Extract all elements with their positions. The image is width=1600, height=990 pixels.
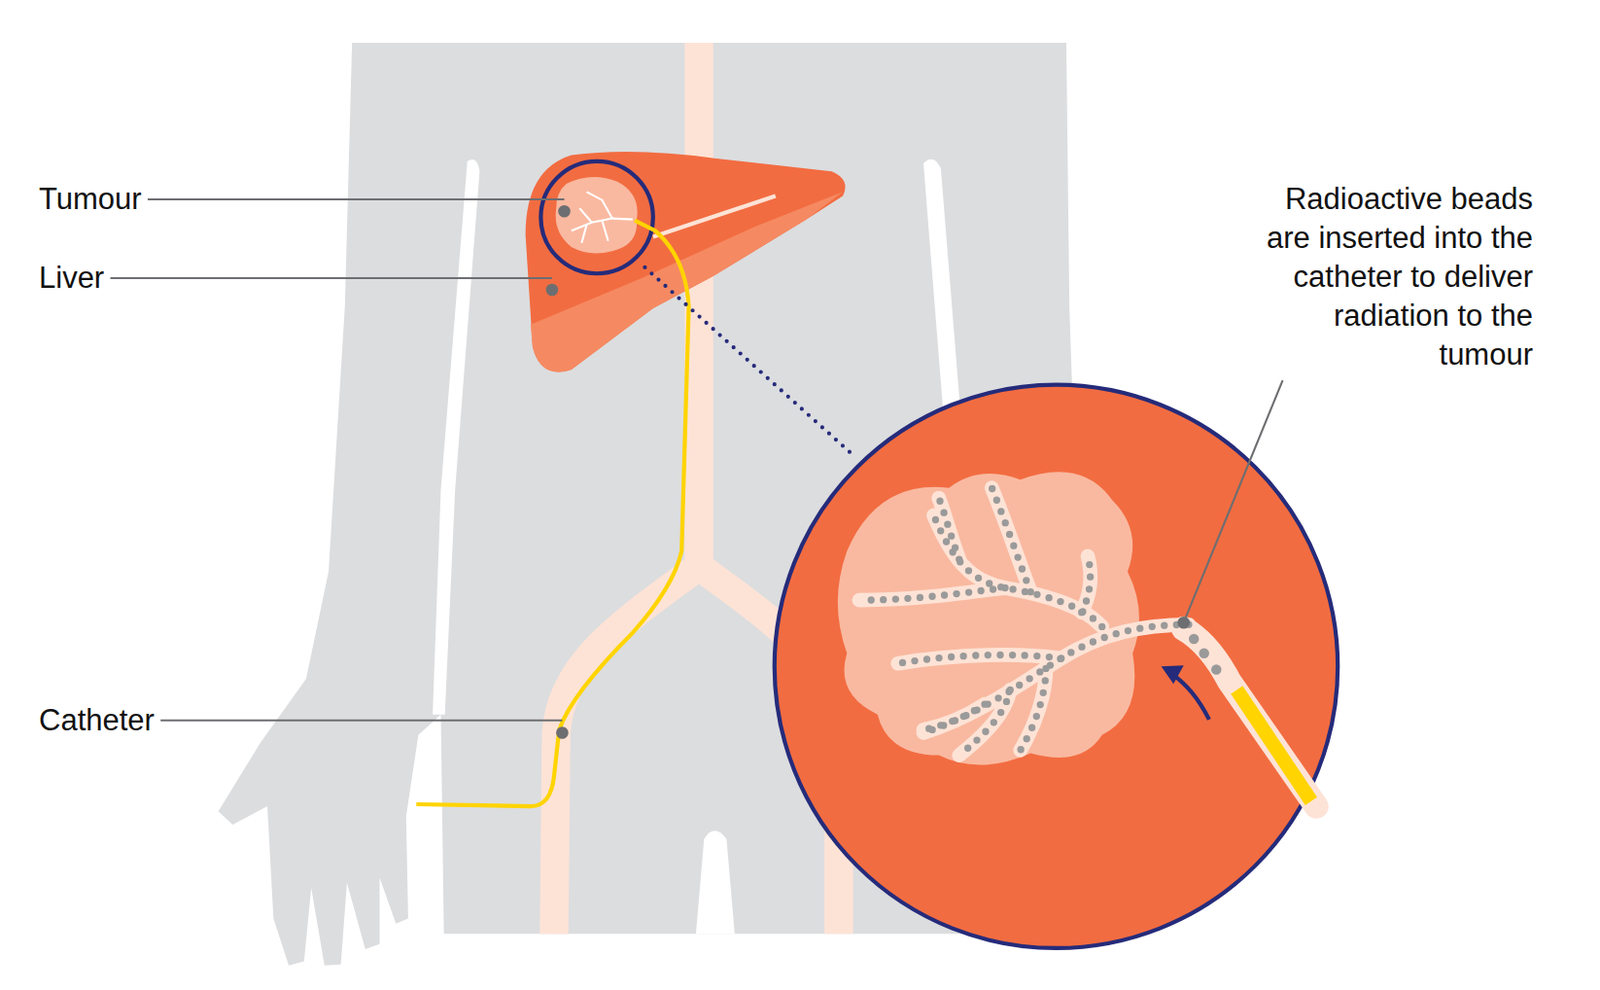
flow-arrow [1171, 673, 1210, 720]
inset-tumour [837, 471, 1140, 765]
leader-line [110, 199, 1284, 721]
tumour-vessels [859, 487, 1189, 756]
inset-circle [774, 384, 1338, 948]
tumour [556, 176, 638, 253]
body-gap [432, 159, 480, 715]
liver [525, 151, 846, 372]
body-gap [695, 830, 735, 934]
radioactive-beads [859, 487, 1189, 756]
liver-vessel [653, 196, 776, 238]
catheter-sheath [1183, 627, 1317, 806]
catheter-tip [1236, 689, 1312, 800]
tumour-vessels [571, 191, 633, 243]
part-label: Liver [38, 258, 105, 298]
part-label: Tumour [38, 179, 142, 219]
catheter [416, 220, 689, 806]
flow-arrowhead [1161, 664, 1184, 684]
part-label: Catheter [38, 700, 155, 740]
zoom-ring [540, 161, 653, 274]
leader-dot [546, 205, 1190, 739]
zoom-link [644, 267, 852, 454]
radioactive-beads [1188, 633, 1222, 675]
part-label: Radioactive beads are inserted into the … [1265, 179, 1533, 375]
